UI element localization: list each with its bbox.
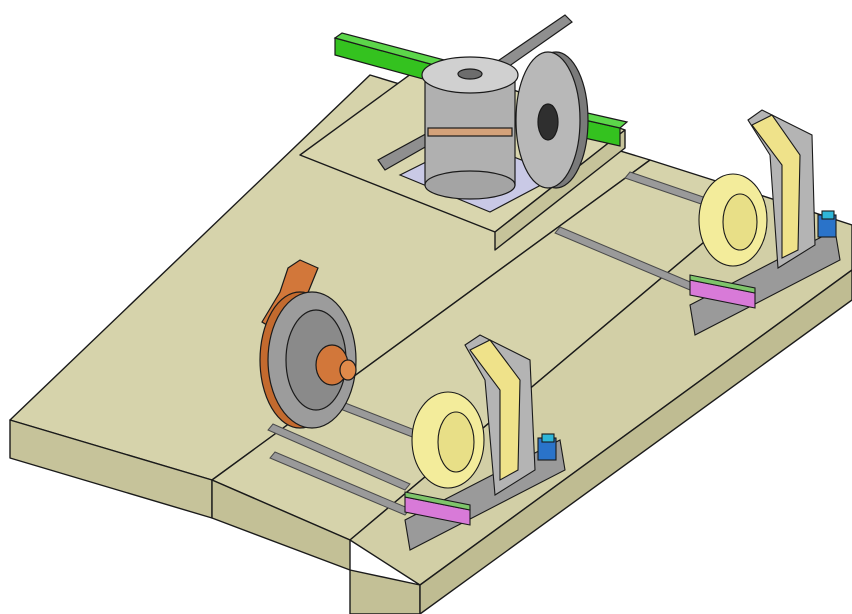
front-green-strip: [404, 491, 471, 511]
rotary-table-with-green-arms: [333, 14, 629, 213]
back-yellow-drum-inner: [722, 193, 758, 251]
front-yellow-drum-inner: [437, 411, 475, 473]
orange-disc-fixture: [259, 259, 357, 429]
platform-front-lower: [349, 569, 421, 614]
copper-band: [427, 127, 513, 137]
yellow-positioner-front: [404, 334, 566, 551]
rotary-column-bottom: [424, 170, 516, 200]
rail-front: [267, 423, 411, 491]
rotary-top-hole: [457, 68, 483, 80]
plinth-front: [494, 129, 626, 251]
large-disc-hole: [537, 103, 559, 141]
platform-right-side: [419, 269, 852, 614]
front-yellow-arc: [469, 339, 521, 481]
yellow-positioner-back: [689, 109, 841, 336]
rails: [267, 171, 716, 516]
back-green-strip: [689, 274, 756, 294]
front-cyan-motor: [541, 433, 555, 443]
back-cyan-motor: [821, 210, 835, 220]
back-yellow-arc: [751, 114, 801, 259]
orange-hub-tip: [339, 359, 357, 381]
